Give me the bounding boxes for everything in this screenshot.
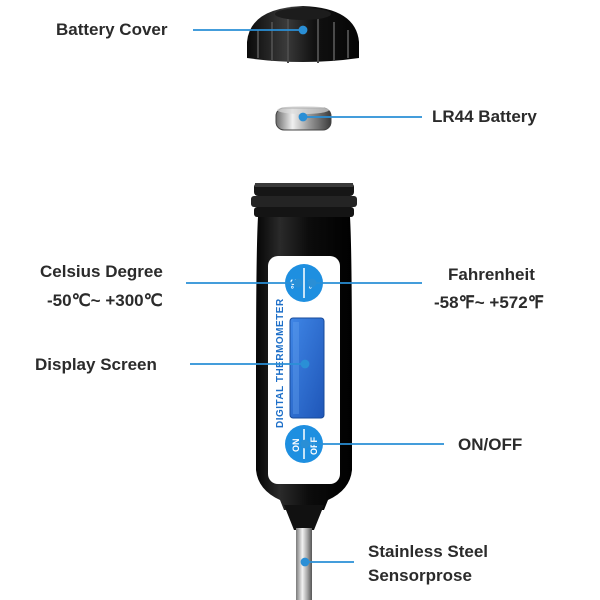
label-probe-line1: Stainless Steel <box>368 542 489 561</box>
label-probe-line2: Sensorprose <box>368 566 472 585</box>
lr44-battery <box>275 106 332 131</box>
leader-dot-display <box>300 359 310 369</box>
device-vertical-text: DIGITAL THERMOMETER <box>275 298 286 428</box>
leader-dot-probe <box>300 557 310 567</box>
label-celsius-range: -50℃~ +300℃ <box>47 291 163 310</box>
label-fahrenheit: Fahrenheit <box>448 265 535 284</box>
display-screen <box>289 317 325 419</box>
leader-dot-battery <box>298 112 308 122</box>
label-battery-cover: Battery Cover <box>56 20 168 39</box>
leader-dot-on-off <box>300 439 310 449</box>
label-display-screen: Display Screen <box>35 355 157 374</box>
label-fahrenheit-range: -58℉~ +572℉ <box>434 293 544 312</box>
leader-lines <box>186 25 444 567</box>
label-lr44-battery: LR44 Battery <box>432 107 537 126</box>
label-celsius-degree: Celsius Degree <box>40 262 163 281</box>
leader-dot-celsius <box>293 278 303 288</box>
battery-cover <box>247 6 359 63</box>
off-button-label: OFF <box>309 437 319 455</box>
on-button-label: ON <box>291 439 301 453</box>
leader-dot-fahrenheit <box>307 278 317 288</box>
label-on-off: ON/OFF <box>458 435 523 454</box>
leader-dot-battery-cover <box>298 25 308 35</box>
